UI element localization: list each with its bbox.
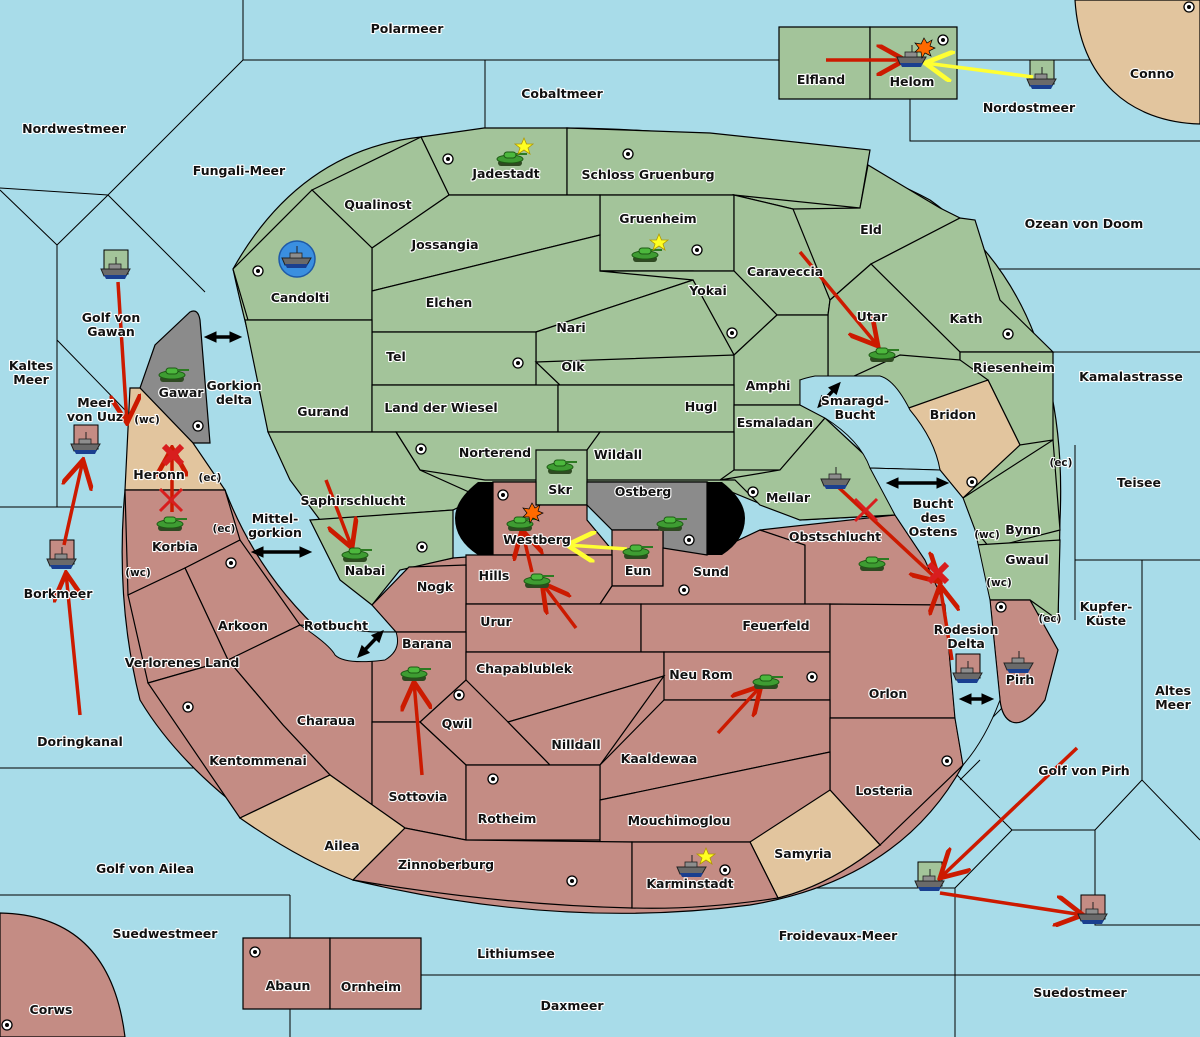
territory-elfland[interactable] xyxy=(778,26,871,100)
supply-center-icon xyxy=(1,1019,13,1031)
supply-center-icon xyxy=(691,244,703,256)
order-support-eun-to-westberg xyxy=(567,545,628,549)
territory-samyria[interactable] xyxy=(749,789,881,899)
supply-center-icon xyxy=(415,443,427,455)
unit-fleet-karminstadt[interactable] xyxy=(676,846,717,878)
supply-center-icon xyxy=(806,671,818,683)
territory-karminstadt[interactable] xyxy=(631,841,779,909)
coast-label: (ec) xyxy=(199,472,222,484)
supply-center-icon xyxy=(442,153,454,165)
supply-center-icon xyxy=(566,875,578,887)
x-mark-icon xyxy=(926,561,950,585)
coast-label: (wc) xyxy=(974,529,1000,541)
double-arrow-icon xyxy=(203,331,243,343)
supply-center-icon xyxy=(995,601,1007,613)
supply-center-icon xyxy=(497,489,509,501)
star-icon xyxy=(695,846,717,865)
unit-army-jadestadt[interactable] xyxy=(496,136,535,167)
x-mark-icon xyxy=(161,443,185,467)
coast-label: (wc) xyxy=(125,567,151,579)
smaragd-bucht-water xyxy=(799,375,941,471)
supply-center-icon xyxy=(1002,328,1014,340)
territory-skr[interactable] xyxy=(535,449,588,506)
supply-center-icon xyxy=(249,946,261,958)
order-move-sottovia-to-barana xyxy=(414,682,422,776)
unit-army-westberg[interactable] xyxy=(506,502,544,532)
x-mark-icon xyxy=(158,487,184,513)
supply-center-icon xyxy=(966,476,978,488)
order-move-golf-von-gawan-to-meer-von-uuz xyxy=(118,281,127,423)
order-move-urur-to-hills xyxy=(542,583,578,630)
supply-center-icon xyxy=(726,327,738,339)
order-support-nordostmeer-to-helom xyxy=(925,63,1034,77)
supply-center-icon xyxy=(937,34,949,46)
territory-tel[interactable] xyxy=(371,331,537,386)
territory-gurand[interactable] xyxy=(244,319,373,433)
canal-west-end xyxy=(455,482,493,555)
supply-center-icon xyxy=(719,864,731,876)
double-arrow-icon xyxy=(885,477,950,489)
territory-neu-rom[interactable] xyxy=(663,651,831,701)
territory-land-der-wiesel[interactable] xyxy=(371,384,559,433)
territory-orlon[interactable] xyxy=(829,603,956,719)
supply-center-icon xyxy=(192,420,204,432)
explosion-icon xyxy=(522,502,544,524)
territory-urur[interactable] xyxy=(465,603,642,653)
territory-ornheim[interactable] xyxy=(329,937,422,1010)
order-move-borkmeer-to-meer-von-uuz xyxy=(64,460,83,546)
territory-gruenheim[interactable] xyxy=(599,194,735,272)
supply-center-icon xyxy=(416,541,428,553)
supply-center-icon xyxy=(512,357,524,369)
supply-center-icon xyxy=(747,486,759,498)
territory-corws[interactable] xyxy=(0,912,126,1037)
unit-army-gruenheim[interactable] xyxy=(631,232,670,263)
territory-heronn[interactable] xyxy=(124,387,227,491)
order-move-froidevaux-meer-to-suedostmeer xyxy=(939,891,1083,915)
rotbucht-water xyxy=(299,624,399,663)
order-move-golf-von-pirh-to-froidevaux-meer xyxy=(940,746,1079,878)
double-arrow-icon xyxy=(250,546,313,558)
double-arrow-icon xyxy=(357,629,384,659)
coast-label: (wc) xyxy=(986,577,1012,589)
supply-center-icon xyxy=(182,701,194,713)
supply-center-icon xyxy=(225,557,237,569)
coast-label: (ec) xyxy=(1050,457,1073,469)
coast-label: (ec) xyxy=(1039,613,1062,625)
coast-label: (ec) xyxy=(213,523,236,535)
territory-hugl[interactable] xyxy=(557,384,735,433)
double-arrow-icon xyxy=(817,381,841,409)
territory-wildall[interactable] xyxy=(586,431,735,481)
order-move-kaaldewaa-to-neu-rom xyxy=(716,686,761,735)
star-icon xyxy=(648,232,670,251)
star-icon xyxy=(513,136,535,155)
supply-center-icon xyxy=(487,773,499,785)
territory-feuerfeld[interactable] xyxy=(640,603,831,653)
bucht-des-ostens-water xyxy=(869,467,1001,767)
supply-center-icon xyxy=(252,265,264,277)
supply-center-icon xyxy=(683,534,695,546)
supply-center-icon xyxy=(678,584,690,596)
coast-label: (wc) xyxy=(134,414,160,426)
order-move-doringkanal-to-borkmeer xyxy=(66,573,80,716)
supply-center-icon xyxy=(1183,1,1195,13)
order-move-hills-to-westberg xyxy=(522,530,532,573)
supply-center-icon xyxy=(941,755,953,767)
territory-kentommenai[interactable] xyxy=(147,659,331,819)
unit-fleet-candolti[interactable] xyxy=(278,240,316,278)
double-arrow-icon xyxy=(958,693,995,705)
unit-fleet-helom[interactable] xyxy=(896,37,936,68)
order-move-caraveccia-to-utar xyxy=(798,250,878,346)
supply-center-icon xyxy=(453,689,465,701)
territory-rotheim[interactable] xyxy=(465,764,601,841)
explosion-icon xyxy=(914,37,936,59)
x-mark-icon xyxy=(853,497,879,523)
order-move-mellar-to-obstschlucht xyxy=(834,483,940,582)
order-move-rodesion-delta-to-obstschlucht xyxy=(940,585,952,661)
order-move-saphirschlucht-to-nabai xyxy=(324,479,352,548)
canal-east-end xyxy=(707,482,745,555)
territory-conno[interactable] xyxy=(1074,0,1200,125)
supply-center-icon xyxy=(622,148,634,160)
